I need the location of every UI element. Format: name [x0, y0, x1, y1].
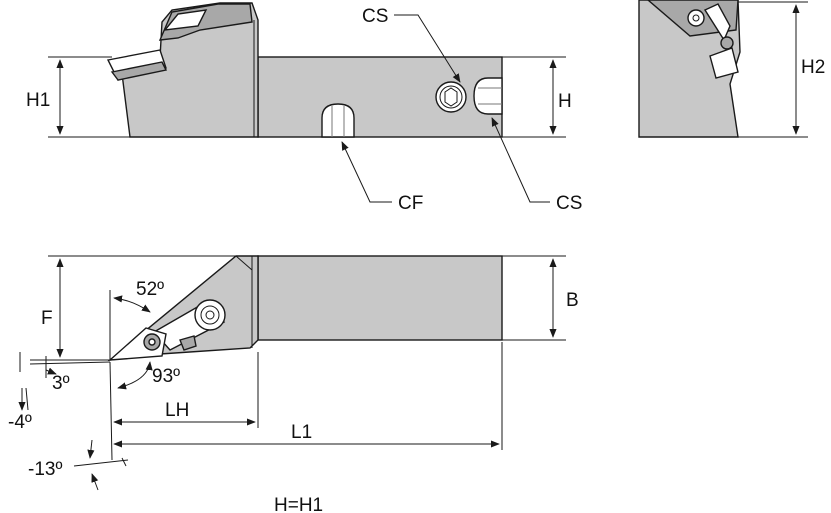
- end-view-insert: [709, 47, 739, 79]
- angle-neg13-ref: [73, 459, 129, 467]
- tip-vertical-ref: [109, 361, 113, 461]
- top-insert-pin-center: [148, 338, 156, 346]
- label-angle-neg4: -4º: [8, 412, 32, 433]
- label-h: H: [558, 91, 572, 112]
- label-angle-93: 93º: [152, 366, 180, 387]
- label-l1: L1: [291, 422, 312, 443]
- note-h-equals-h1: H=H1: [274, 495, 323, 513]
- label-cs-top: CS: [362, 6, 388, 27]
- cs-hex-socket: [444, 87, 458, 107]
- cf-leader: [341, 141, 392, 203]
- cs-bottom-leader: [491, 117, 550, 203]
- angle-52-arc: [113, 295, 151, 313]
- cs-top-leader: [394, 14, 461, 83]
- side-clamp-highlight: [163, 9, 208, 31]
- end-view: H2: [638, 0, 825, 138]
- label-h2: H2: [801, 57, 825, 78]
- top-clamp-screw: [194, 299, 226, 331]
- cs-end-hole: [473, 77, 503, 115]
- top-clamp-screw-ring: [200, 305, 220, 325]
- top-clamp-screw-center: [205, 310, 215, 320]
- angle-3-arrow: [45, 367, 57, 375]
- angle-neg13-arrow-bottom: [91, 473, 99, 491]
- top-view: B F 52º 93º 3º -4º LH L1: [8, 255, 579, 513]
- angle-93-arc: [117, 361, 153, 390]
- label-b: B: [566, 290, 579, 311]
- label-angle-52: 52º: [136, 279, 164, 300]
- angle-neg13-arrow-top: [87, 439, 95, 459]
- side-view: H1 H CS CF CS: [26, 2, 582, 214]
- top-shank: [257, 255, 503, 341]
- label-f: F: [41, 308, 53, 329]
- end-view-pin: [720, 36, 734, 50]
- angle-3-ref: [29, 361, 111, 365]
- label-cf: CF: [398, 193, 423, 214]
- label-angle-3: 3º: [52, 373, 70, 394]
- end-view-body: [638, 0, 741, 138]
- cf-hole: [321, 103, 355, 138]
- label-cs-bottom: CS: [556, 193, 582, 214]
- label-h1: H1: [26, 90, 50, 111]
- end-view-screw-center: [692, 14, 700, 22]
- top-pocket-detail: [179, 335, 197, 351]
- label-lh: LH: [165, 400, 189, 421]
- angle-neg4-line: [25, 387, 29, 411]
- end-view-clamp-face: [703, 3, 731, 42]
- cs-screw-ring: [439, 85, 463, 109]
- angle-neg13-tick: [121, 457, 127, 467]
- label-angle-neg13: -13º: [28, 459, 62, 480]
- end-view-screw: [687, 9, 705, 27]
- top-head-chamfer: [235, 255, 253, 271]
- side-insert-edge: [110, 61, 168, 81]
